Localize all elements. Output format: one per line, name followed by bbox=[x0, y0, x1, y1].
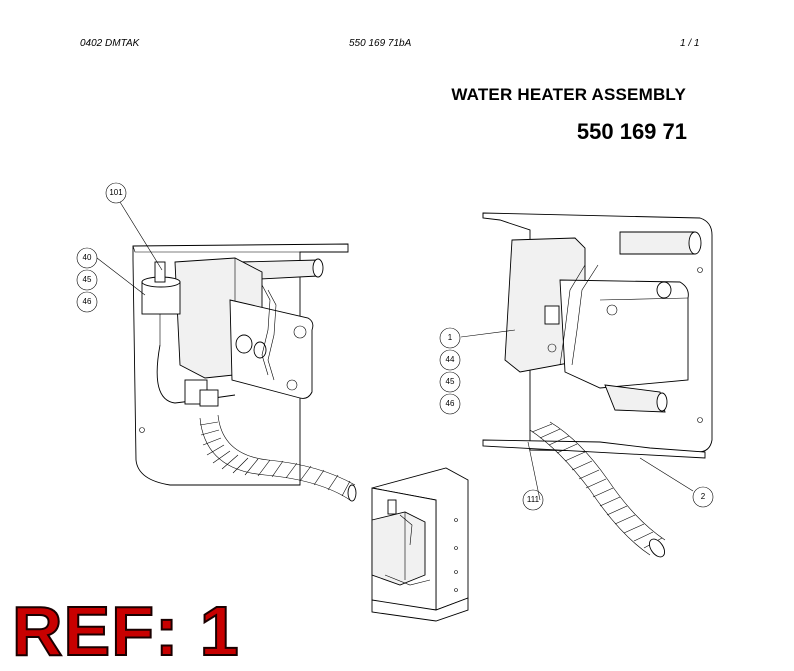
svg-text:46: 46 bbox=[446, 399, 455, 408]
svg-text:2: 2 bbox=[701, 492, 706, 501]
part-number: 550 169 71 bbox=[576, 119, 687, 144]
svg-text:40: 40 bbox=[83, 253, 92, 262]
callout-46-right: 46 bbox=[439, 393, 461, 415]
doc-code: 0402 DMTAK bbox=[80, 38, 140, 49]
ref-stamp: REF: 1 bbox=[11, 592, 240, 670]
page-number: 1 / 1 bbox=[680, 38, 700, 49]
left-view bbox=[132, 243, 357, 502]
right-view bbox=[482, 212, 713, 558]
drawing-number: 550 169 71bA bbox=[349, 38, 412, 49]
svg-text:101: 101 bbox=[109, 188, 123, 197]
svg-text:46: 46 bbox=[83, 297, 92, 306]
svg-text:111: 111 bbox=[527, 495, 540, 504]
callout-1: 1 bbox=[439, 327, 461, 349]
callout-44: 44 bbox=[439, 349, 461, 371]
svg-text:45: 45 bbox=[83, 275, 92, 284]
svg-text:1: 1 bbox=[448, 333, 453, 342]
callout-45-right: 45 bbox=[439, 371, 461, 393]
callout-45-left: 45 bbox=[76, 269, 98, 291]
callout-40: 40 bbox=[76, 247, 98, 269]
svg-text:44: 44 bbox=[446, 355, 455, 364]
bottom-view bbox=[371, 467, 469, 622]
callout-101: 101 bbox=[105, 182, 127, 204]
leader-lines bbox=[96, 201, 694, 501]
assembly-title: WATER HEATER ASSEMBLY bbox=[451, 85, 686, 104]
svg-text:45: 45 bbox=[446, 377, 455, 386]
callout-2: 2 bbox=[692, 486, 714, 508]
callout-111: 111 bbox=[522, 489, 544, 511]
callout-46-left: 46 bbox=[76, 291, 98, 313]
